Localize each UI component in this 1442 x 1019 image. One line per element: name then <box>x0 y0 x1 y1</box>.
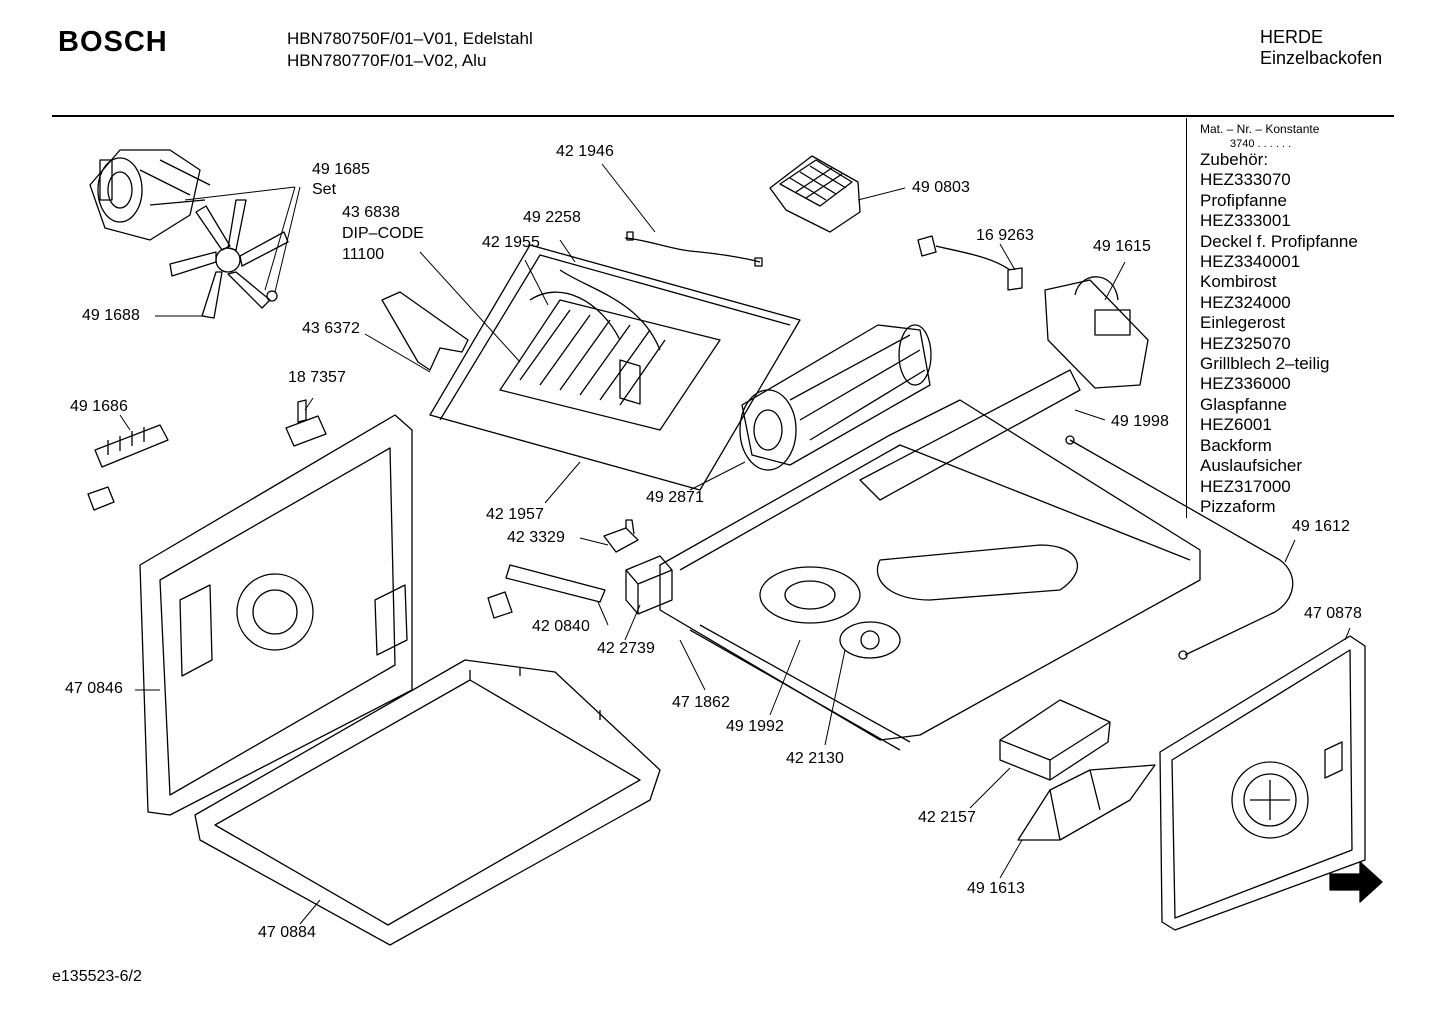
air-duct-part <box>1017 764 1156 841</box>
accessory-item: HEZ333070 <box>1200 170 1291 190</box>
oven-housing-part <box>659 369 1201 751</box>
connector-part <box>87 486 115 511</box>
part-label: 47 0878 <box>1304 605 1362 622</box>
part-label: 43 6372 <box>302 320 360 337</box>
accessory-item: Auslaufsicher <box>1200 456 1303 476</box>
arrow-right-icon <box>1329 861 1383 903</box>
brand-logo: BOSCH <box>58 26 168 58</box>
part-label: 42 1955 <box>482 234 540 251</box>
accessory-item: Grillblech 2–teilig <box>1200 354 1330 374</box>
part-label: 49 1685 <box>312 161 370 178</box>
document-id: e135523-6/2 <box>52 968 142 985</box>
part-label: 42 3329 <box>507 529 565 546</box>
accessory-constant: 3740 . . . . . . <box>1230 138 1292 150</box>
part-label: 49 1992 <box>726 718 784 735</box>
accessory-header: Mat. – Nr. – Konstante <box>1200 122 1320 136</box>
part-label: 16 9263 <box>976 227 1034 244</box>
category-subtitle: Einzelbackofen <box>1260 48 1383 68</box>
wire-harness-part <box>917 235 1023 291</box>
accessory-item: Deckel f. Profipfanne <box>1200 231 1358 251</box>
part-label: 42 0840 <box>532 618 590 635</box>
header-rule <box>52 115 1394 117</box>
part-label: 42 1957 <box>486 506 544 523</box>
part-label: 49 1612 <box>1292 518 1350 535</box>
accessory-item: Pizzaform <box>1200 496 1276 516</box>
door-panel-part <box>1159 635 1366 931</box>
part-label: 49 0803 <box>912 179 970 196</box>
part-label: 49 1615 <box>1093 238 1151 255</box>
part-label: 49 2258 <box>523 209 581 226</box>
heating-element-part <box>1065 435 1294 660</box>
grille-part <box>769 155 861 233</box>
accessory-item: Einlegerost <box>1200 313 1286 333</box>
control-module-part <box>429 244 801 491</box>
part-label: 42 2739 <box>597 640 655 657</box>
bracket-part <box>381 291 469 371</box>
model-line-1: HBN780750F/01–V01, Edelstahl <box>287 29 533 48</box>
cable-part <box>624 231 763 267</box>
accessory-item: HEZ333001 <box>1200 211 1291 231</box>
accessory-item: Backform <box>1200 435 1272 455</box>
accessory-item: Glaspfanne <box>1200 394 1287 414</box>
model-line-2: HBN780770F/01–V02, Alu <box>287 51 487 70</box>
accessory-item: HEZ324000 <box>1200 292 1291 312</box>
rear-wall-part <box>139 414 413 816</box>
terminal-block-part <box>94 424 169 468</box>
electronic-box-part <box>999 699 1111 781</box>
accessory-item: HEZ6001 <box>1200 415 1272 435</box>
part-label: 43 6838 <box>342 204 400 221</box>
accessory-item: Kombirost <box>1200 272 1277 292</box>
leader-lines <box>119 163 1351 925</box>
accessory-item: Zubehör: <box>1200 150 1269 169</box>
sensor-part <box>487 564 606 619</box>
part-label: DIP–CODE <box>342 225 424 242</box>
accessory-item: HEZ3340001 <box>1200 252 1301 272</box>
part-label: 49 1686 <box>70 398 128 415</box>
part-label: 49 1998 <box>1111 413 1169 430</box>
relay-part <box>625 555 673 615</box>
tangential-fan-part <box>739 324 932 471</box>
part-label: 18 7357 <box>288 369 346 386</box>
accessory-panel <box>1186 118 1395 518</box>
part-label: 47 0884 <box>258 924 316 941</box>
switch-part <box>603 519 639 553</box>
part-label: 42 2157 <box>918 809 976 826</box>
part-label: Set <box>312 181 337 198</box>
part-label: 49 2871 <box>646 489 704 506</box>
fan-blade-part <box>169 199 289 319</box>
part-label: 42 1946 <box>556 143 614 160</box>
part-label: 49 1613 <box>967 880 1025 897</box>
accessory-item: HEZ325070 <box>1200 333 1291 353</box>
part-label: 42 2130 <box>786 750 844 767</box>
part-label: 11100 <box>342 246 385 263</box>
part-label: 47 1862 <box>672 694 730 711</box>
fan-motor-part <box>89 149 211 241</box>
part-label: 47 0846 <box>65 680 123 697</box>
accessory-item: Profipfanne <box>1200 190 1287 210</box>
base-tray-part <box>194 659 661 946</box>
accessory-item: HEZ336000 <box>1200 374 1291 394</box>
accessory-list: Zubehör: HEZ333070 Profipfanne HEZ333001… <box>1200 150 1358 517</box>
category-title: HERDE <box>1260 27 1324 47</box>
relay-small-part <box>285 399 327 447</box>
motor-bracket-part <box>1044 276 1149 389</box>
part-label: 49 1688 <box>82 307 140 324</box>
accessory-item: HEZ317000 <box>1200 476 1291 496</box>
